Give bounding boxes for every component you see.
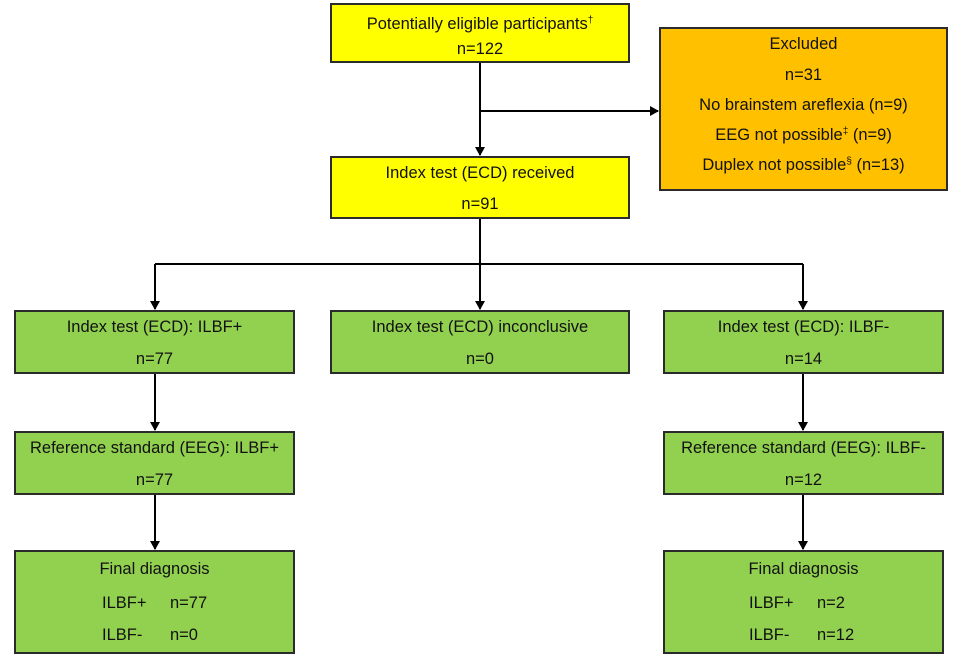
excluded-reason-count: (n=9) <box>848 126 892 144</box>
eligible-title-line: Potentially eligible participants† <box>332 16 628 33</box>
reference-negative-box: Reference standard (EEG): ILBF- n=12 <box>663 431 944 495</box>
excluded-box: Excluded n=31 No brainstem areflexia (n=… <box>659 27 948 191</box>
double-dagger-footnote-mark: ‡ <box>842 126 849 137</box>
final-left-label-negative: ILBF- <box>102 626 143 644</box>
excluded-reason-duplex: Duplex not possible§ (n=13) <box>661 157 946 174</box>
eligible-title: Potentially eligible participants <box>366 15 588 33</box>
final-left-row-positive: ILBF+ n=77 <box>102 595 207 612</box>
index-positive-box: Index test (ECD): ILBF+ n=77 <box>14 310 295 374</box>
index-inconclusive-box: Index test (ECD) inconclusive n=0 <box>330 310 630 374</box>
final-right-row-negative: ILBF- n=12 <box>749 627 854 644</box>
final-left-value-positive: n=77 <box>170 594 208 612</box>
reference-negative-title: Reference standard (EEG): ILBF- <box>681 439 926 457</box>
excluded-reason-text: Duplex not possible <box>702 156 847 174</box>
dagger-footnote-mark: † <box>587 15 594 26</box>
index-positive-count: n=77 <box>135 350 174 368</box>
reference-negative-count: n=12 <box>784 471 823 489</box>
final-left-title: Final diagnosis <box>99 560 210 578</box>
final-right-title: Final diagnosis <box>748 560 859 578</box>
final-right-row-positive: ILBF+ n=2 <box>749 595 845 612</box>
final-right-label-positive: ILBF+ <box>749 594 794 612</box>
excluded-reason-text: EEG not possible <box>715 126 843 144</box>
eligible-participants-box: Potentially eligible participants† n=122 <box>330 3 630 63</box>
index-received-count: n=91 <box>461 195 499 213</box>
reference-positive-title: Reference standard (EEG): ILBF+ <box>30 439 279 457</box>
section-footnote-mark: § <box>846 156 852 167</box>
final-right-label-negative: ILBF- <box>749 626 790 644</box>
final-left-label-positive: ILBF+ <box>102 594 147 612</box>
index-inconclusive-count: n=0 <box>466 350 494 368</box>
final-left-row-negative: ILBF- n=0 <box>102 627 198 644</box>
excluded-reason-count: (n=13) <box>851 156 905 174</box>
index-received-title: Index test (ECD) received <box>385 164 575 182</box>
index-negative-box: Index test (ECD): ILBF- n=14 <box>663 310 944 374</box>
excluded-reason-eeg: EEG not possible‡ (n=9) <box>661 127 946 144</box>
reference-positive-count: n=77 <box>135 471 174 489</box>
index-negative-count: n=14 <box>784 350 823 368</box>
excluded-title: Excluded <box>769 35 838 53</box>
excluded-count: n=31 <box>784 66 823 84</box>
final-diagnosis-left-box: Final diagnosis ILBF+ n=77 ILBF- n=0 <box>14 550 295 654</box>
reference-positive-box: Reference standard (EEG): ILBF+ n=77 <box>14 431 295 495</box>
final-right-value-positive: n=2 <box>817 594 845 612</box>
final-right-value-negative: n=12 <box>817 626 855 644</box>
eligible-count: n=122 <box>456 40 504 58</box>
excluded-reason-areflexia: No brainstem areflexia (n=9) <box>661 97 946 114</box>
final-diagnosis-right-box: Final diagnosis ILBF+ n=2 ILBF- n=12 <box>663 550 944 654</box>
index-positive-title: Index test (ECD): ILBF+ <box>66 318 243 336</box>
final-left-value-negative: n=0 <box>170 626 198 644</box>
index-negative-title: Index test (ECD): ILBF- <box>717 318 890 336</box>
index-received-box: Index test (ECD) received n=91 <box>330 156 630 219</box>
index-inconclusive-title: Index test (ECD) inconclusive <box>371 318 589 336</box>
excluded-reason-text: No brainstem areflexia (n=9) <box>699 96 908 114</box>
